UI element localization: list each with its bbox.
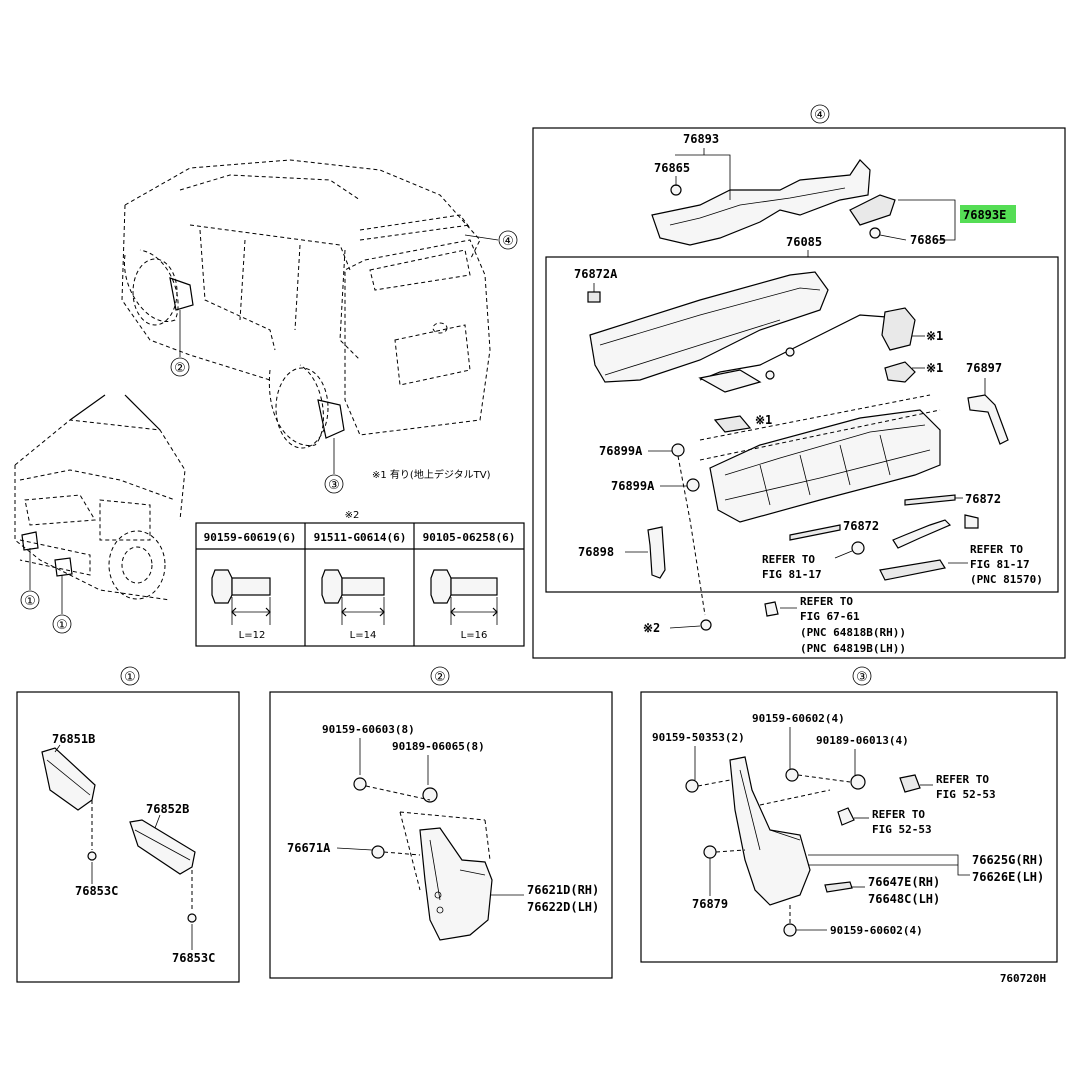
callout-1a: ① — [24, 594, 36, 609]
bolt-90159-60602-a: 90159-60602(4) — [752, 712, 845, 725]
section-4-spoiler: ④ 76893 76865 76893E 76865 76085 76872A — [532, 104, 1066, 659]
bolt-90189-06065: 90189-06065(8) — [392, 740, 485, 753]
label-76853C-a: 76853C — [75, 884, 118, 898]
mark-2: ※2 — [643, 621, 660, 635]
bolt-part-3: 90105-06258(6) — [423, 531, 516, 544]
callout-3: ③ — [328, 478, 340, 493]
ref2-line-c: (PNC 81570) — [970, 573, 1043, 586]
label-76853C-b: 76853C — [172, 951, 215, 965]
label-76897: 76897 — [966, 361, 1002, 375]
label-76626E: 76626E(LH) — [972, 870, 1044, 884]
bolt-icon: L=16 — [430, 569, 498, 641]
bolt-icon: L=12 — [211, 569, 271, 641]
bolt-90159-50353: 90159-50353(2) — [652, 731, 745, 744]
label-76647E: 76647E(RH) — [868, 875, 940, 889]
label-76872-b: 76872 — [843, 519, 879, 533]
bolt-length-2: L=14 — [350, 630, 377, 641]
vehicle-front-illustration — [14, 394, 186, 601]
bolt-icon: L=14 — [321, 569, 385, 641]
label-76893E: 76893E — [963, 208, 1006, 222]
ref2-line-a: REFER TO — [970, 543, 1023, 556]
callout-2: ② — [174, 361, 186, 376]
label-76671A: 76671A — [287, 841, 331, 855]
section-1-panel: ① 76851B 76852B 76853C 76853C — [16, 666, 240, 983]
ref-fig-52-53-b-1: REFER TO — [872, 808, 925, 821]
ref3-line-b: FIG 67-61 — [800, 610, 860, 623]
bolt-table-marker: ※2 — [345, 510, 360, 521]
label-76879: 76879 — [692, 897, 728, 911]
ref3-line-c: (PNC 64818B(RH)) — [800, 626, 906, 639]
ref-fig-52-53-a-2: FIG 52-53 — [936, 788, 996, 801]
note-tv: ※1 有り(地上デジタルTV) — [372, 468, 491, 481]
callout-4: ④ — [502, 234, 514, 249]
vehicle-rear-illustration — [121, 159, 491, 449]
vehicle-callouts: ① ① ② ③ ④ — [20, 230, 518, 634]
bolt-part-1: 90159-60619(6) — [204, 531, 297, 544]
label-76852B: 76852B — [146, 802, 189, 816]
mark-1a: ※1 — [926, 329, 943, 343]
label-76899A-2: 76899A — [611, 479, 655, 493]
bolt-part-2: 91511-G0614(6) — [314, 531, 407, 544]
bolt-length-3: L=16 — [461, 630, 488, 641]
section-4-marker: ④ — [814, 108, 826, 123]
section-3-marker: ③ — [856, 670, 868, 685]
label-76898: 76898 — [578, 545, 614, 559]
ref3-line-d: (PNC 64819B(LH)) — [800, 642, 906, 655]
bolt-90159-60603: 90159-60603(8) — [322, 723, 415, 736]
bolt-table: ※2 90159-60619(6) 91511-G0614(6) 90105-0… — [195, 510, 525, 647]
ref-fig-52-53-a-1: REFER TO — [936, 773, 989, 786]
section-2-marker: ② — [434, 670, 446, 685]
label-76648C: 76648C(LH) — [868, 892, 940, 906]
label-76865-a: 76865 — [654, 161, 690, 175]
label-76851B: 76851B — [52, 732, 95, 746]
highlight-76893E — [960, 205, 1016, 223]
label-76085: 76085 — [786, 235, 822, 249]
label-76865-b: 76865 — [910, 233, 946, 247]
bolt-90159-60602-b: 90159-60602(4) — [830, 924, 923, 937]
label-76872A: 76872A — [574, 267, 618, 281]
label-76625G: 76625G(RH) — [972, 853, 1044, 867]
section-3-panel: ③ 90159-50353(2) 90159-60602(4) 90189-06… — [640, 666, 1058, 963]
ref-fig-52-53-b-2: FIG 52-53 — [872, 823, 932, 836]
mark-1b: ※1 — [926, 361, 943, 375]
diagram-ref-code: 760720H — [1000, 972, 1046, 985]
label-76893: 76893 — [683, 132, 719, 146]
label-76621D: 76621D(RH) — [527, 883, 599, 897]
ref1-line-b: FIG 81-17 — [762, 568, 822, 581]
ref3-line-a: REFER TO — [800, 595, 853, 608]
bolt-90189-06013: 90189-06013(4) — [816, 734, 909, 747]
label-76899A-1: 76899A — [599, 444, 643, 458]
ref2-line-b: FIG 81-17 — [970, 558, 1030, 571]
section-2-panel: ② 90159-60603(8) 90189-06065(8) 76671A 7… — [269, 666, 613, 979]
mark-1c: ※1 — [755, 413, 772, 427]
ref1-line-a: REFER TO — [762, 553, 815, 566]
bolt-length-1: L=12 — [239, 630, 266, 641]
label-76872-a: 76872 — [965, 492, 1001, 506]
section-1-marker: ① — [124, 670, 136, 685]
label-76622D: 76622D(LH) — [527, 900, 599, 914]
callout-1b: ① — [56, 618, 68, 633]
